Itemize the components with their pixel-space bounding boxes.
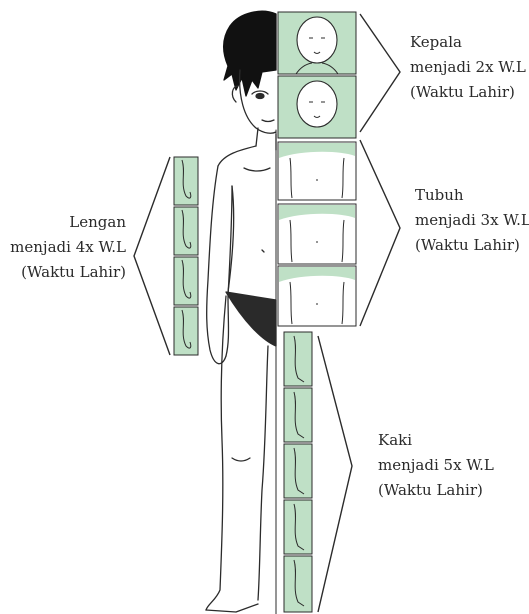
- label-kaki: Kaki menjadi 5x W.L (Waktu Lahir): [378, 428, 494, 503]
- bracket-kaki: [318, 336, 352, 612]
- chest-line: [244, 168, 270, 171]
- label-lengan: Lengan menjadi 4x W.L (Waktu Lahir): [8, 210, 126, 285]
- label-lengan-ratio: menjadi 4x W.L: [8, 235, 126, 260]
- infant-head-icon: [297, 17, 337, 63]
- eye-pupil: [256, 94, 264, 99]
- label-tubuh-note: (Waktu Lahir): [415, 233, 529, 258]
- hair-shape: [224, 11, 276, 96]
- label-kepala-ratio: menjadi 2x W.L: [410, 55, 526, 80]
- arm-panel-4: [174, 307, 198, 355]
- label-kepala-title: Kepala: [410, 30, 526, 55]
- label-kepala: Kepala menjadi 2x W.L (Waktu Lahir): [410, 30, 526, 105]
- label-tubuh-title: Tubuh: [415, 183, 529, 208]
- label-kaki-note: (Waktu Lahir): [378, 478, 494, 503]
- leg-panel-5: [284, 556, 312, 612]
- knee: [232, 458, 250, 461]
- bracket-tubuh: [360, 140, 400, 326]
- label-tubuh: Tubuh menjadi 3x W.L (Waktu Lahir): [415, 183, 529, 258]
- brief: [226, 292, 276, 346]
- shoulder: [218, 146, 256, 166]
- leg-panels: [284, 332, 312, 612]
- label-lengan-note: (Waktu Lahir): [8, 260, 126, 285]
- leg-inner: [258, 346, 268, 600]
- label-kepala-note: (Waktu Lahir): [410, 80, 526, 105]
- head-panels: [278, 12, 356, 138]
- mouth: [262, 120, 274, 122]
- arm-panels: [174, 157, 198, 355]
- arm-panel-3: [174, 257, 198, 305]
- arm-panel-1: [174, 157, 198, 205]
- bracket-lengan: [134, 157, 170, 355]
- bracket-kepala: [360, 14, 400, 132]
- foot: [206, 604, 258, 612]
- person-figure: [206, 11, 276, 614]
- infant-head-icon: [297, 81, 337, 127]
- label-tubuh-ratio: menjadi 3x W.L: [415, 208, 529, 233]
- navel: [262, 250, 264, 252]
- torso-panels: [278, 142, 356, 326]
- label-kaki-ratio: menjadi 5x W.L: [378, 453, 494, 478]
- neck: [256, 128, 276, 150]
- arm-panel-2: [174, 207, 198, 255]
- label-lengan-title: Lengan: [8, 210, 126, 235]
- label-kaki-title: Kaki: [378, 428, 494, 453]
